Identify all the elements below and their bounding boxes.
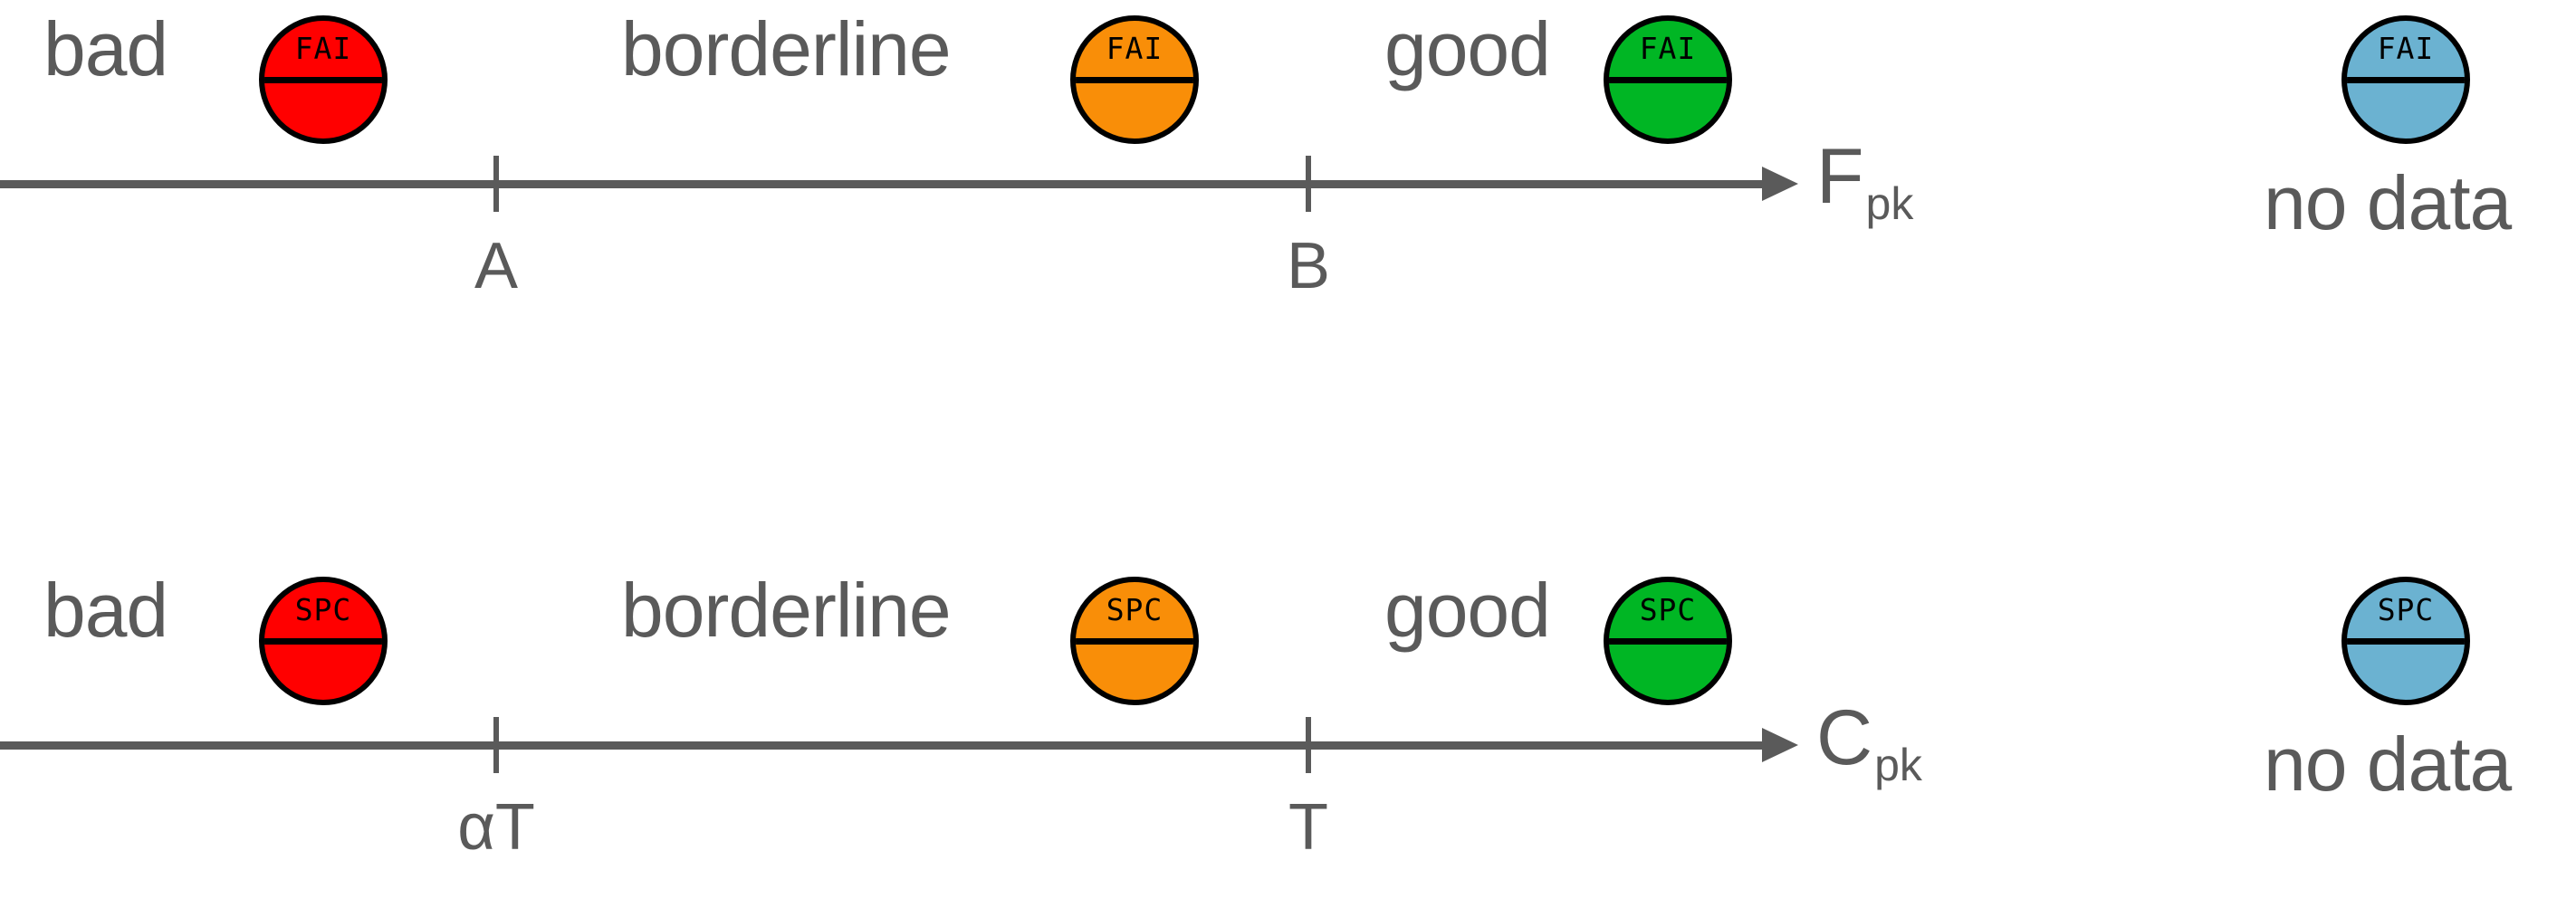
spc-tick-label-t: T (1288, 791, 1328, 864)
zone-label-good: good (1384, 6, 1551, 91)
circle-divider-line (264, 77, 382, 83)
circle-divider-line (1609, 638, 1727, 645)
fai-axis-subscript: pk (1865, 178, 1914, 229)
status-circle-label: FAI (2377, 31, 2435, 66)
fai-axis-symbol: F (1816, 133, 1864, 220)
fai-axis-row: bad borderline good FAI FAI FAI FAI A B (0, 0, 2576, 380)
fai-tick-b (1306, 156, 1311, 212)
spc-no-data-label: no data (2264, 722, 2512, 807)
status-circle-bad-spc[interactable]: SPC (259, 577, 388, 705)
spc-tick-label-alpha-t: αT (457, 791, 535, 864)
status-circle-label: SPC (1639, 592, 1697, 627)
zone-label-bad: bad (43, 568, 168, 653)
status-circle-bad-fai[interactable]: FAI (259, 15, 388, 144)
zone-label-borderline: borderline (621, 6, 952, 91)
status-circle-no-data-spc[interactable]: SPC (2341, 577, 2470, 705)
zone-label-bad: bad (43, 6, 168, 91)
circle-divider-line (1609, 77, 1727, 83)
status-circle-label: FAI (1106, 31, 1164, 66)
fai-tick-a (493, 156, 499, 212)
status-circle-good-spc[interactable]: SPC (1604, 577, 1732, 705)
status-circle-borderline-fai[interactable]: FAI (1070, 15, 1199, 144)
spc-tick-alpha-t (493, 717, 499, 773)
fai-axis-arrowhead (1762, 167, 1798, 201)
status-circle-no-data-fai[interactable]: FAI (2341, 15, 2470, 144)
status-circle-label: SPC (1106, 592, 1164, 627)
zone-label-borderline: borderline (621, 568, 952, 653)
status-circle-label: SPC (294, 592, 352, 627)
spc-axis-symbol: C (1816, 694, 1873, 781)
fai-axis-name: Fpk (1816, 138, 1914, 229)
spc-axis-name: Cpk (1816, 699, 1922, 790)
spc-axis-subscript: pk (1874, 740, 1922, 790)
status-circle-label: FAI (1639, 31, 1697, 66)
circle-divider-line (1076, 638, 1193, 645)
zone-label-good: good (1384, 568, 1551, 653)
circle-divider-line (2347, 638, 2465, 645)
status-circle-label: SPC (2377, 592, 2435, 627)
fai-tick-label-a: A (474, 230, 519, 302)
status-circle-borderline-spc[interactable]: SPC (1070, 577, 1199, 705)
fai-tick-label-b: B (1286, 230, 1331, 302)
circle-divider-line (2347, 77, 2465, 83)
spc-tick-t (1306, 717, 1311, 773)
circle-divider-line (1076, 77, 1193, 83)
status-circle-label: FAI (294, 31, 352, 66)
spc-axis-arrowhead (1762, 728, 1798, 762)
fai-no-data-label: no data (2264, 160, 2512, 245)
status-circle-good-fai[interactable]: FAI (1604, 15, 1732, 144)
spc-axis-line (0, 741, 1764, 750)
fai-axis-line (0, 180, 1764, 188)
circle-divider-line (264, 638, 382, 645)
spc-axis-row: bad borderline good SPC SPC SPC SPC αT T (0, 561, 2576, 908)
